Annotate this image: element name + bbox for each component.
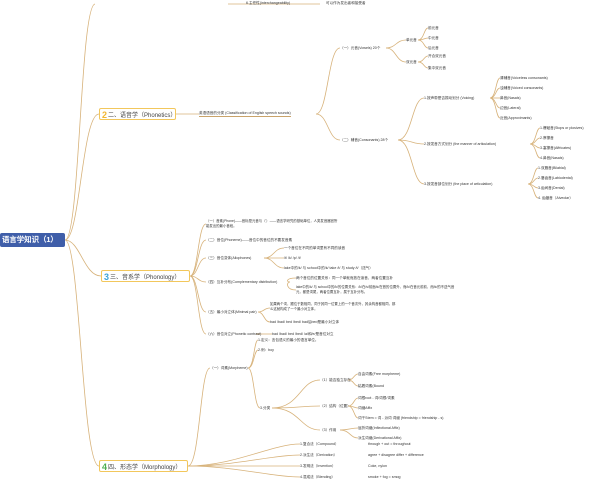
place-item-4[interactable]: 4. 齿龈音（Alveolar）: [538, 196, 573, 200]
branch-morphology[interactable]: 4四、形态学（Morphology）: [99, 460, 188, 472]
complementary-node[interactable]: （四）互补分布(Complementary distribution): [206, 280, 278, 284]
word-formation-compound[interactable]: 1.复合法（Compound）: [300, 442, 339, 446]
manner-item-1[interactable]: 1.爆破音(Stops or plosives): [540, 126, 584, 130]
phonetic-contrast-node[interactable]: （六）音位对立(Phonetic contrast): [206, 332, 262, 336]
branch-number: 3: [104, 272, 110, 282]
back-vowel[interactable]: 后元音: [428, 46, 439, 50]
interchangeability-detail[interactable]: 可以作为发出者和接受者: [326, 1, 366, 5]
monophthong-node[interactable]: 单元音: [406, 38, 417, 42]
morpheme-example[interactable]: 2.例：boy: [258, 348, 274, 352]
structure-item-1[interactable]: 词根root - 词/词根/词素: [358, 396, 395, 400]
voicing-item-1[interactable]: 清辅音(Voiceless consonants): [500, 76, 548, 80]
branch-phonology[interactable]: 3三、音系学（Phonology）: [101, 270, 190, 282]
morpheme-node[interactable]: （一）词素(Morpheme): [210, 366, 248, 370]
phone-node[interactable]: （一）音素(Phone)——音标是元音与（'）——语言学研究的基础单位，人类发音…: [206, 219, 338, 228]
complementary-item-2[interactable]: lake中的/k/ 与 school中的/k/的位置关系：/k/在/s/前面/k…: [296, 285, 455, 294]
minimal-pair-item-2[interactable]: bad /bad/ bed /bed/ bad后bed是最小对立体: [270, 320, 340, 324]
front-vowel[interactable]: 前元音: [428, 26, 439, 30]
derivational-affix[interactable]: 派生词缀(Derivational Affix): [358, 436, 402, 440]
minimal-pair-node[interactable]: （五）最小对立体(Minimal pair): [206, 310, 257, 314]
word-formation-derivation-example[interactable]: agree + disagree differ + difference: [368, 453, 424, 457]
bound-morpheme[interactable]: 粘着词素(Bound: [358, 384, 384, 388]
word-formation-invention[interactable]: 3.发明法（Invention）: [300, 464, 336, 468]
place-item-2[interactable]: 2.唇齿音(Labiodental): [538, 176, 573, 180]
allophone-item-3[interactable]: lake中的/k/ 与 school中的/k/ take /t/ 与 study…: [284, 266, 373, 270]
allophones-node[interactable]: （三）音位变体(Allophones): [206, 256, 252, 260]
function-node[interactable]: （3）作用: [320, 428, 337, 432]
branch-label: 三、音系学（Phonology）: [110, 275, 181, 281]
consonants-node[interactable]: （二）辅音(Consonants) 28个: [340, 138, 389, 142]
diphthong-node[interactable]: 双元音: [406, 60, 417, 64]
manner-item-4[interactable]: 4.鼻音(Nasals): [540, 156, 564, 160]
interchangeability-node[interactable]: 6.主任性(interchangeability): [246, 1, 291, 5]
morpheme-classification[interactable]: 3.分类: [260, 406, 271, 410]
voicing-item-4[interactable]: 边音(Lateral): [500, 106, 521, 110]
phonetic-contrast-item[interactable]: bad /bad/ bed /bed/ /a/和/e/是音位对立: [272, 332, 334, 336]
voicing-item-3[interactable]: 鼻音(Nasals): [500, 96, 521, 100]
free-bound-node[interactable]: （1）能否独立存在: [320, 378, 351, 382]
manner-item-3[interactable]: 3.塞擦音(Affricates): [540, 146, 572, 150]
manner-item-2[interactable]: 2.摩擦音: [540, 136, 554, 140]
word-formation-blending[interactable]: 4.混成法（Blending）: [300, 475, 335, 479]
allophone-item-2[interactable]: /t/ /k/ /p/ /t/: [284, 256, 301, 260]
morpheme-definition[interactable]: 1.定义：言包语义的最小的语言单位。: [258, 338, 319, 342]
central-vowel[interactable]: 中元音: [428, 36, 439, 40]
voicing-item-5[interactable]: 近音(Approximants): [500, 116, 532, 120]
place-item-3[interactable]: 3.齿间音(Dental): [538, 186, 565, 190]
phoneme-node[interactable]: （二）音位(Phoneme)——音位中的音位的不要发音素: [206, 238, 293, 242]
free-morpheme[interactable]: 自由词素(Free morpheme): [358, 372, 401, 376]
allophone-item-1[interactable]: 一个音位在不同的单词里有不同的读音: [284, 246, 346, 250]
word-formation-invention-example[interactable]: Coke, nylon: [368, 464, 387, 468]
place-item-1[interactable]: 1.双唇音(Bilabial): [538, 166, 566, 170]
root-node[interactable]: 语言学知识（1）: [0, 233, 65, 247]
centring-diphthong[interactable]: 集中双元音: [428, 66, 446, 70]
manner-node[interactable]: 2.按发音方式划分 (the manner of articulation): [424, 142, 497, 146]
branch-phonetics[interactable]: 2二、语音学（Phonetics）: [99, 108, 176, 120]
structure-node[interactable]: （2）结构（位置）: [320, 404, 351, 408]
structure-item-3[interactable]: 词干Stem = 词 - 派词 词缀 (friendship = friends…: [358, 416, 444, 420]
minimal-pair-item-1[interactable]: 如果两个词，跟位于数相同，同于其同一位置上的一个音次外，其余构音都相同，那么这就…: [270, 302, 396, 311]
branch-number: 4: [102, 462, 108, 472]
vowels-node[interactable]: （一）元音(Vowels) 20个: [340, 46, 381, 50]
word-formation-derivation[interactable]: 2.派生法（Derivation）: [300, 453, 338, 457]
classification-node[interactable]: 英语语音的分类 (Classification of English speec…: [199, 111, 291, 117]
branch-number: 2: [102, 110, 108, 120]
closing-diphthong[interactable]: 开合双元音: [428, 54, 446, 58]
voicing-node[interactable]: 1.按声带是否振动划分 (Voicing): [424, 96, 475, 100]
branch-label: 二、语音学（Phonetics）: [108, 113, 177, 119]
voicing-item-2[interactable]: 浊辅音(Voiced consonants): [500, 86, 544, 90]
place-node[interactable]: 3.按发音部位划分 (the place of articulation): [424, 182, 493, 186]
complementary-item-1[interactable]: 两个音位的位置关系：同一个单就而放在读音，两者位置互补: [296, 276, 394, 280]
word-formation-compound-example[interactable]: through + out = throughout: [368, 442, 411, 446]
structure-item-2[interactable]: 词缀Affix: [358, 406, 373, 410]
word-formation-blending-example[interactable]: smoke + fog = smog: [368, 475, 401, 479]
branch-label: 四、形态学（Morphology）: [108, 465, 182, 471]
inflectional-affix[interactable]: 屈折词缀(Inflectional Affix): [358, 426, 400, 430]
